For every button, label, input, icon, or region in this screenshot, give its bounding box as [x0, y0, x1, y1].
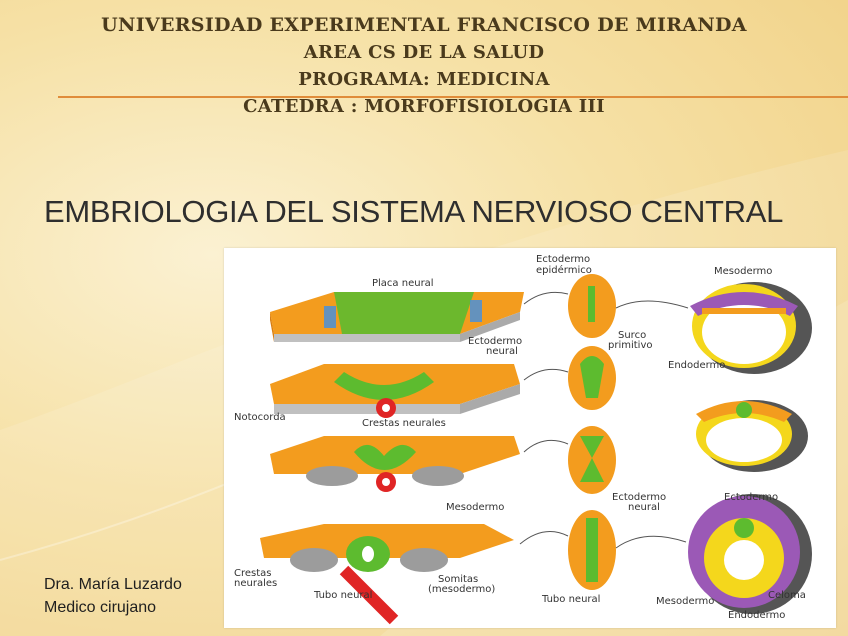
label-crestas-bottom-2: neurales [234, 578, 277, 589]
label-placa-neural: Placa neural [372, 278, 434, 289]
label-mesodermo-mid: Mesodermo [446, 502, 504, 513]
label-tubo-neural-2: Tubo neural [541, 594, 600, 605]
author-block: Dra. María Luzardo Medico cirujano [44, 573, 182, 619]
label-endodermo-top: Endodermo [668, 360, 725, 371]
header-university: UNIVERSIDAD EXPERIMENTAL FRANCISCO DE MI… [0, 12, 848, 39]
neural-plate-stage-2 [270, 364, 520, 418]
label-ectodermo-right: Ectodermo [724, 492, 778, 503]
label-ectodermo-neural-b2: neural [628, 502, 660, 513]
label-notocorda: Notocorda [234, 412, 286, 423]
author-name: Dra. María Luzardo [44, 573, 182, 596]
neural-tube-stage [260, 524, 514, 620]
label-ectodermo-epidermico: Ectodermo [536, 254, 590, 265]
embryology-figure: Placa neural Ectodermo epidérmico Mesode… [224, 248, 836, 628]
embryo-dorsal-views [568, 274, 616, 590]
slide-title: EMBRIOLOGIA DEL SISTEMA NERVIOSO CENTRAL [44, 194, 783, 230]
header-program: PROGRAMA: MEDICINA [0, 66, 848, 93]
label-tubo-neural-1: Tubo neural [313, 590, 372, 601]
label-ectodermo-epidermico-2: epidérmico [536, 264, 592, 276]
header: UNIVERSIDAD EXPERIMENTAL FRANCISCO DE MI… [0, 12, 848, 120]
header-divider [58, 96, 848, 98]
label-mesodermo-top: Mesodermo [714, 266, 772, 277]
header-area: AREA CS DE LA SALUD [0, 39, 848, 66]
label-mesodermo-bottom: Mesodermo [656, 596, 714, 607]
label-crestas-neurales: Crestas neurales [362, 418, 446, 429]
label-endodermo-bottom: Endodermo [728, 610, 785, 621]
neural-plate-stage-1 [270, 292, 524, 342]
label-celoma: Celoma [768, 590, 806, 601]
label-surco-2: primitivo [608, 340, 653, 351]
label-ectodermo-neural-2: neural [486, 346, 518, 357]
cross-section-views [688, 282, 812, 614]
author-role: Medico cirujano [44, 596, 182, 619]
label-somitas-2: (mesodermo) [428, 584, 495, 595]
neural-plate-stage-3 [270, 436, 520, 492]
